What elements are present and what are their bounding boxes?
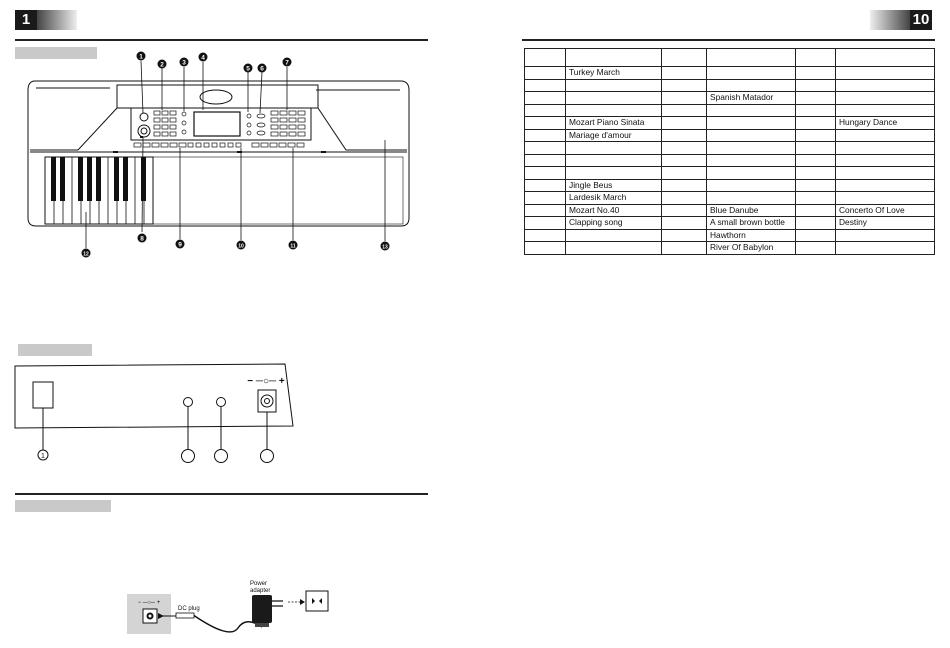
panel-marks <box>113 136 326 153</box>
callout-8: 8 <box>137 233 147 243</box>
rear-panel-diagram <box>14 363 294 463</box>
table-row: Turkey March <box>524 66 935 80</box>
page-number-right-gradient <box>870 10 910 30</box>
song-list-body: Turkey March Spanish Matador Mozart Pian… <box>524 48 935 255</box>
header-rule-left <box>15 39 428 41</box>
function-buttons <box>181 111 187 135</box>
callout-markers: 1 2 3 4 5 6 7 8 9 10 11 12 13 <box>81 51 390 258</box>
callout-4: 4 <box>198 52 208 62</box>
svg-text:1: 1 <box>139 54 143 61</box>
table-row <box>524 78 935 92</box>
tempo-buttons <box>246 113 266 136</box>
svg-text:6: 6 <box>260 66 264 73</box>
table-row <box>524 166 935 180</box>
song-list-table: Turkey March Spanish Matador Mozart Pian… <box>524 48 935 255</box>
table-row: River Of Babylon <box>524 241 935 255</box>
section-heading-control-panel <box>15 47 97 59</box>
keyboard-keys <box>44 156 154 225</box>
speaker-grille <box>152 156 404 225</box>
section-rule-connection <box>15 493 428 495</box>
section-heading-rear-panel <box>18 344 92 356</box>
page-number-left-label: 1 <box>15 10 37 30</box>
power-adapter-label-line2: adapter <box>250 588 270 594</box>
svg-text:10: 10 <box>238 244 244 250</box>
page-number-left: 1 <box>15 10 77 30</box>
wall-outlet <box>305 590 329 612</box>
table-row: Lardesik March <box>524 191 935 205</box>
page-number-right-label: 10 <box>910 10 932 30</box>
svg-text:13: 13 <box>382 245 388 251</box>
rear-callout-1: 1 <box>41 453 45 460</box>
table-row: Hawthorn <box>524 228 935 242</box>
callout-1: 1 <box>136 51 146 61</box>
callout-9: 9 <box>175 239 185 249</box>
rhythm-buttons <box>153 110 177 137</box>
svg-text:9: 9 <box>178 242 182 249</box>
keyboard-diagram <box>27 80 410 227</box>
power-adapter <box>252 595 272 623</box>
svg-text:5: 5 <box>246 66 250 73</box>
power-adapter-label-line1: Power <box>250 581 267 587</box>
callout-13: 13 <box>380 241 390 251</box>
callout-7: 7 <box>282 57 292 67</box>
line-out-jack <box>216 397 226 407</box>
section-heading-power-supply <box>15 500 111 512</box>
table-row <box>524 48 935 67</box>
tone-buttons <box>270 110 306 137</box>
callout-10: 10 <box>236 240 246 250</box>
svg-text:7: 7 <box>285 60 289 67</box>
callout-12: 12 <box>81 248 91 258</box>
header-rule-right <box>522 39 935 41</box>
table-row <box>524 141 935 155</box>
page-number-left-gradient <box>37 10 77 30</box>
dc-plug-label: DC plug <box>178 606 200 612</box>
table-row <box>524 153 935 167</box>
power-switch <box>32 381 54 409</box>
page-number-right: 10 <box>870 10 932 30</box>
table-row: Jingle Beus <box>524 178 935 192</box>
callout-5: 5 <box>243 63 253 73</box>
lcd-display <box>193 111 241 137</box>
table-row: Mariage d'amour <box>524 128 935 142</box>
svg-text:2: 2 <box>160 62 164 69</box>
power-knob <box>137 112 151 138</box>
svg-text:8: 8 <box>140 236 144 243</box>
power-connection-diagram: − ─○─ + DC plug Power adapter <box>127 581 329 634</box>
table-row: Spanish Matador <box>524 91 935 105</box>
callout-2: 2 <box>157 59 167 69</box>
svg-text:12: 12 <box>83 252 89 258</box>
socket-polarity-symbol: − ─○─ + <box>138 600 161 606</box>
svg-text:3: 3 <box>182 60 186 67</box>
callout-11: 11 <box>288 240 298 250</box>
svg-text:11: 11 <box>290 244 296 250</box>
callout-leaders <box>85 60 386 248</box>
callout-3: 3 <box>179 57 189 67</box>
table-row <box>524 103 935 117</box>
callout-6: 6 <box>257 63 267 73</box>
headphone-jack <box>183 397 193 407</box>
bottom-button-row <box>133 142 305 148</box>
svg-text:4: 4 <box>201 55 205 62</box>
dc-polarity-symbol: − ─○─ + <box>247 376 285 387</box>
